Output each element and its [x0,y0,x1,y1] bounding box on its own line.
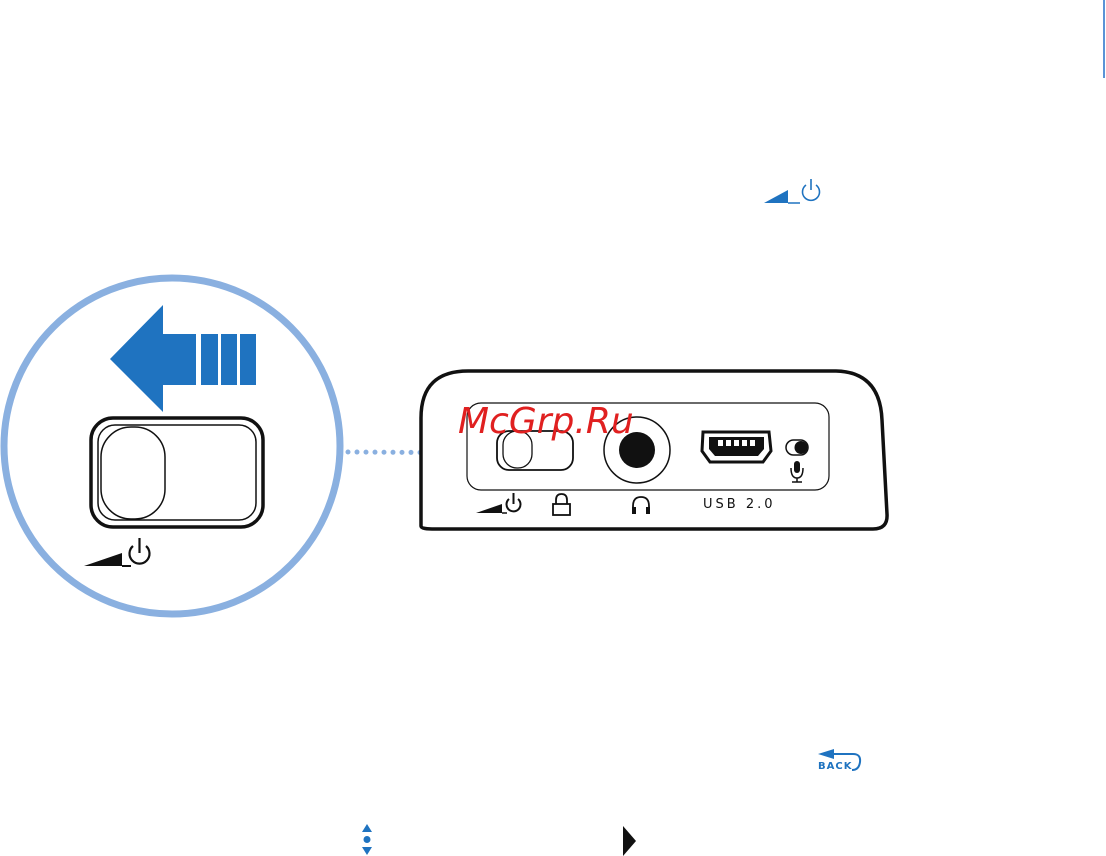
usb-label: USB 2.0 [703,498,776,511]
volume-power-icon [764,179,820,203]
watermark: McGrp.Ru [458,404,634,440]
slide-left-arrow-icon [110,305,256,412]
usb-port-icon [702,432,771,462]
scroll-up-down-icon [362,824,372,855]
zoomed-switch [91,418,263,527]
mic-toggle [786,440,808,455]
back-label: BACK [818,762,852,772]
play-triangle-icon [623,826,636,856]
zoomed-volume-power-icon [84,538,150,566]
